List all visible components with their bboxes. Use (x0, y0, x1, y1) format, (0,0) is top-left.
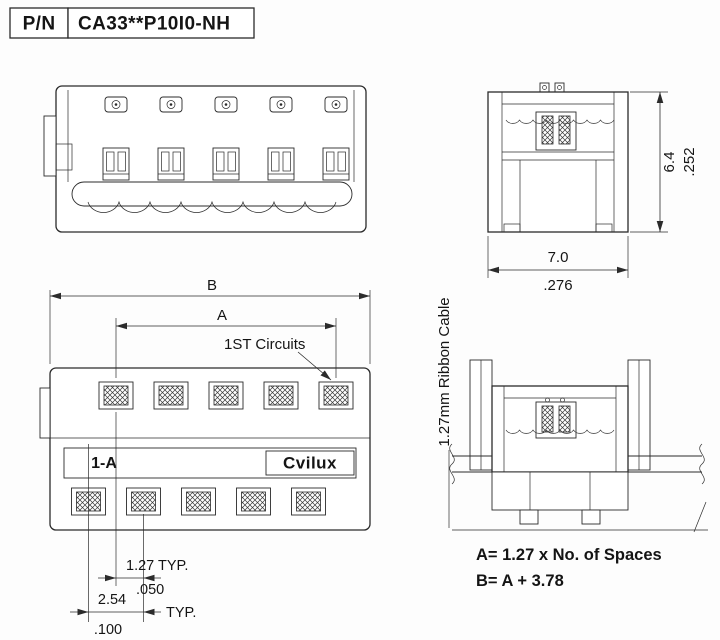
dim-width-in: .276 (543, 277, 572, 294)
part-number-value: CA33**P10I0-NH (78, 14, 230, 35)
dim-spacing-typ: TYP. (166, 605, 196, 621)
idc-contact-slot (267, 147, 295, 181)
bottom-contact-pad (126, 487, 161, 516)
formula-b: B= A + 3.78 (476, 572, 564, 590)
part-number-label: P/N (23, 14, 56, 35)
contact-section (541, 115, 554, 145)
cable-break (449, 443, 455, 485)
top-contact-pad (208, 381, 244, 410)
title-block: P/N CA33**P10I0-NH (9, 7, 255, 39)
ribbon-cable-label: 1.27mm Ribbon Cable (436, 297, 453, 446)
cable-break (699, 443, 705, 485)
bottom-view: 1-A Cvilux (39, 367, 371, 531)
top-contact-pad (318, 381, 354, 410)
dim-b-label: B (207, 277, 217, 294)
contact-section (558, 115, 571, 145)
polarization-boss (269, 96, 293, 113)
formulas: A= 1.27 x No. of Spaces B= A + 3.78 (476, 546, 662, 590)
dim-height-in: .252 (681, 147, 698, 176)
brand-box (265, 450, 355, 476)
top-contact-pad (98, 381, 134, 410)
connector-base (491, 471, 629, 511)
strain-relief-wave (87, 200, 337, 213)
side-tab (43, 115, 57, 177)
dim-spacing-inch: .100 (94, 622, 122, 638)
front-view (43, 85, 367, 233)
formula-a: A= 1.27 x No. of Spaces (476, 546, 662, 564)
idc-contact-slot (157, 147, 185, 181)
polarization-pin (554, 82, 565, 93)
marking-1a: 1-A (91, 455, 117, 472)
dim-pitch-inch: .050 (136, 582, 164, 598)
marking-cvilux: Cvilux (283, 454, 337, 473)
top-contact-pad (263, 381, 299, 410)
dim-a-label: A (217, 307, 227, 324)
polarization-boss (159, 96, 183, 113)
side-view-body (487, 91, 629, 233)
foot (519, 509, 539, 525)
idc-contact-slot (102, 147, 130, 181)
first-circuits-callout: 1ST Circuits (224, 336, 332, 381)
foot (581, 509, 601, 525)
contact-section (558, 405, 571, 433)
contact-section (541, 405, 554, 433)
idc-contact-slot (322, 147, 350, 181)
front-view-body (55, 85, 367, 233)
dim-spacing-label: 2.54 (98, 592, 126, 608)
dim-pitch-label: 1.27 TYP. (126, 558, 188, 574)
bottom-contact-pad (181, 487, 216, 516)
polarization-pin (539, 82, 550, 93)
dim-width-mm: 7.0 (548, 249, 569, 266)
side-view-top (487, 82, 629, 233)
cable-side-view: 1.27mm Ribbon Cable (436, 297, 708, 533)
side-tab (39, 387, 51, 439)
strain-relief-bar (71, 181, 353, 213)
polarization-boss (104, 96, 128, 113)
first-circuits-label: 1ST Circuits (224, 336, 305, 353)
dim-spacing: 2.54 TYP. .100 (70, 592, 196, 638)
bottom-contact-pad (291, 487, 326, 516)
dim-a: A (115, 307, 337, 378)
dim-pitch: 1.27 TYP. .050 (98, 558, 188, 598)
ribbon-cable (449, 443, 705, 485)
dim-width: 7.0 .276 (487, 236, 629, 294)
dim-b: B (49, 277, 371, 364)
polarization-boss (214, 96, 238, 113)
polarization-boss (324, 96, 348, 113)
pitch-extension-lines (88, 412, 144, 622)
dim-height-mm: 6.4 (661, 152, 678, 173)
top-contact-pad (153, 381, 189, 410)
bottom-contact-pad (236, 487, 271, 516)
dim-height: 6.4 .252 (630, 91, 698, 233)
idc-contact-slot (212, 147, 240, 181)
